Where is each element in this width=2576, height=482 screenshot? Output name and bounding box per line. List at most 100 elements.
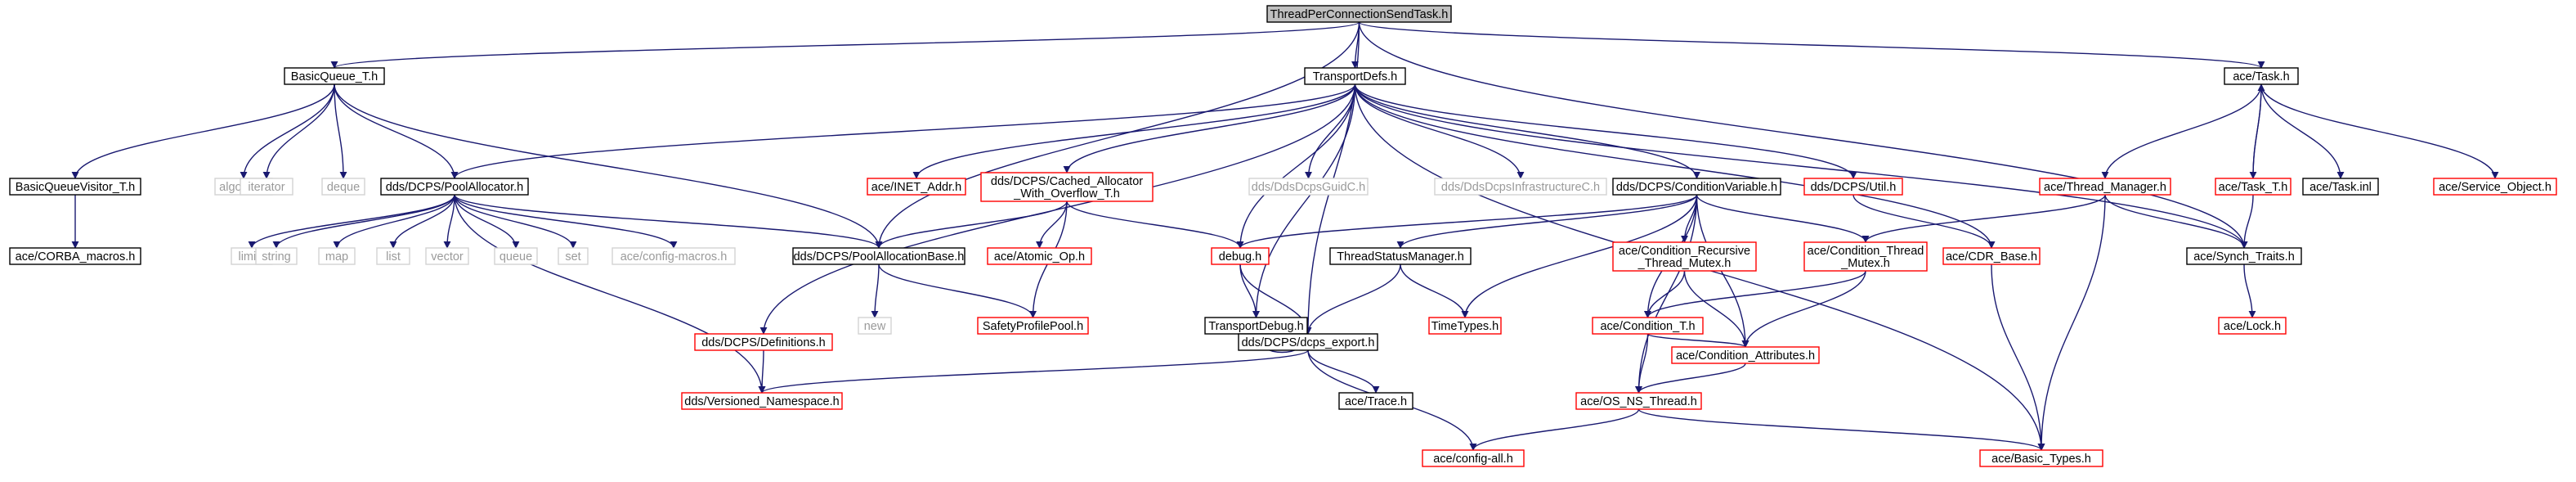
node-label-map: map <box>325 250 348 264</box>
edge-acetask-to-threadmgr <box>2101 83 2262 179</box>
node-osns[interactable]: ace/OS_NS_Thread.h <box>1575 392 1702 410</box>
node-label-taskinl: ace/Task.inl <box>2309 181 2372 194</box>
edge-condt-to-condattr <box>1646 333 1749 348</box>
node-label-dcpsutil: dds/DCPS/Util.h <box>1811 181 1897 194</box>
edge-td-to-tdebug <box>1252 83 1356 318</box>
node-dcpsutil[interactable]: dds/DCPS/Util.h <box>1803 178 1903 196</box>
node-label-acelock: ace/Lock.h <box>2224 320 2281 333</box>
edge-definitions-to-versioned <box>758 349 766 394</box>
node-label-root: ThreadPerConnectionSendTask.h <box>1270 8 1449 21</box>
node-acetask[interactable]: ace/Task.h <box>2224 67 2299 85</box>
edge-threadmgr-to-condthr <box>1861 194 2106 243</box>
node-acetrace[interactable]: ace/Trace.h <box>1338 392 1413 410</box>
node-box-definitions <box>694 333 833 351</box>
node-label-timetypes: TimeTypes.h <box>1431 320 1499 333</box>
node-taskinl[interactable]: ace/Task.inl <box>2302 178 2379 196</box>
node-label-cdrbase: ace/CDR_Base.h <box>1946 250 2037 264</box>
node-label-condthr-line-1: ace/Condition_Thread <box>1808 245 1924 258</box>
node-box-versioned <box>681 392 843 410</box>
node-definitions[interactable]: dds/DCPS/Definitions.h <box>694 333 833 351</box>
node-label-tsm: ThreadStatusManager.h <box>1337 250 1464 264</box>
node-box-configmacros <box>612 247 736 265</box>
edge-poolalloc-to-string <box>272 194 455 249</box>
node-taskt[interactable]: ace/Task_T.h <box>2215 178 2292 196</box>
node-label-string: string <box>262 250 290 264</box>
node-condthr[interactable]: ace/Condition_Thread_Mutex.h <box>1803 241 1928 272</box>
node-label-cachedalloc-line-1: dds/DCPS/Cached_Allocator <box>991 175 1143 188</box>
edge-threadmgr-to-synchtraits <box>2104 194 2248 249</box>
edge-poolallocbase-to-safetypool <box>878 264 1037 318</box>
node-label-condattr: ace/Condition_Attributes.h <box>1676 349 1815 363</box>
node-label-dcpsexport: dds/DCPS/dcps_export.h <box>1242 336 1375 349</box>
node-tdebug[interactable]: TransportDebug.h <box>1204 317 1308 335</box>
node-label-condrec-line-2: _Thread_Mutex.h <box>1637 257 1732 270</box>
edge-td-to-debug <box>1236 83 1356 249</box>
node-condt[interactable]: ace/Condition_T.h <box>1592 317 1704 335</box>
node-box-synchtraits <box>2186 247 2302 265</box>
node-box-list <box>376 247 410 265</box>
node-label-poolallocbase: dds/DCPS/PoolAllocationBase.h <box>794 250 965 264</box>
node-new: new <box>858 317 892 335</box>
node-box-condt <box>1592 317 1704 335</box>
edge-condattr-to-osns <box>1635 363 1746 394</box>
node-bqv[interactable]: BasicQueueVisitor_T.h <box>9 178 141 196</box>
node-timetypes[interactable]: TimeTypes.h <box>1428 317 1502 335</box>
node-configall[interactable]: ace/config-all.h <box>1422 449 1525 467</box>
edge-condvar-to-condthr <box>1696 194 1870 243</box>
edge-bq-to-deque <box>334 83 347 179</box>
node-tsm[interactable]: ThreadStatusManager.h <box>1329 247 1472 265</box>
node-condrec[interactable]: ace/Condition_Recursive_Thread_Mutex.h <box>1612 241 1757 272</box>
node-label-ddsinfra: dds/DdsDcpsInfrastructureC.h <box>1441 181 1600 194</box>
node-label-condrec-line-1: ace/Condition_Recursive <box>1619 245 1750 258</box>
node-basictypes[interactable]: ace/Basic_Types.h <box>1979 449 2103 467</box>
edge-dcpsutil-to-cdrbase <box>1852 194 1996 249</box>
node-td[interactable]: TransportDefs.h <box>1304 67 1406 85</box>
node-deque: deque <box>321 178 365 196</box>
edge-td-to-poolalloc <box>450 83 1356 179</box>
node-box-condrec <box>1612 241 1757 272</box>
node-root[interactable]: ThreadPerConnectionSendTask.h <box>1266 5 1452 23</box>
node-safetypool[interactable]: SafetyProfilePool.h <box>977 317 1089 335</box>
edge-td-to-definitions <box>759 83 1356 335</box>
edge-condthr-to-condattr <box>1741 270 1866 348</box>
node-label-serviceobj: ace/Service_Object.h <box>2439 181 2551 194</box>
node-poolalloc[interactable]: dds/DCPS/PoolAllocator.h <box>380 178 529 196</box>
node-condvar[interactable]: dds/DCPS/ConditionVariable.h <box>1612 178 1781 196</box>
edge-bq-to-poolalloc <box>334 83 459 179</box>
node-corbam[interactable]: ace/CORBA_macros.h <box>9 247 141 265</box>
node-atomicop[interactable]: ace/Atomic_Op.h <box>987 247 1092 265</box>
node-box-string <box>255 247 298 265</box>
node-box-debug <box>1211 247 1270 265</box>
node-versioned[interactable]: dds/Versioned_Namespace.h <box>681 392 843 410</box>
node-vector: vector <box>425 247 469 265</box>
node-inet[interactable]: ace/INET_Addr.h <box>867 178 966 196</box>
node-bq[interactable]: BasicQueue_T.h <box>284 67 385 85</box>
node-label-configmacros: ace/config-macros.h <box>620 250 728 264</box>
node-cachedalloc[interactable]: dds/DCPS/Cached_Allocator_With_Overflow_… <box>980 172 1154 202</box>
node-label-queue: queue <box>500 250 532 264</box>
edge-condrec-to-condt <box>1644 270 1686 318</box>
node-box-serviceobj <box>2433 178 2557 196</box>
node-poolallocbase[interactable]: dds/DCPS/PoolAllocationBase.h <box>792 247 965 265</box>
edge-tsm-to-dcpsexport <box>1304 264 1401 335</box>
node-synchtraits[interactable]: ace/Synch_Traits.h <box>2186 247 2302 265</box>
edge-taskt-to-synchtraits <box>2240 194 2254 249</box>
node-condattr[interactable]: ace/Condition_Attributes.h <box>1671 346 1820 364</box>
node-serviceobj[interactable]: ace/Service_Object.h <box>2433 178 2557 196</box>
edge-td-to-condvar <box>1354 83 1700 179</box>
node-ddsguid: dds/DdsDcpsGuidC.h <box>1248 178 1369 196</box>
node-threadmgr[interactable]: ace/Thread_Manager.h <box>2039 178 2171 196</box>
node-debug[interactable]: debug.h <box>1211 247 1270 265</box>
node-label-new: new <box>864 320 886 333</box>
node-box-safetypool <box>977 317 1089 335</box>
node-cdrbase[interactable]: ace/CDR_Base.h <box>1942 247 2041 265</box>
node-box-poolallocbase <box>792 247 965 265</box>
node-dcpsexport[interactable]: dds/DCPS/dcps_export.h <box>1238 333 1378 351</box>
node-acelock[interactable]: ace/Lock.h <box>2218 317 2287 335</box>
node-label-set: set <box>565 250 580 264</box>
edge-poolalloc-to-vector <box>443 194 455 249</box>
edge-root-to-poolallocbase <box>875 21 1360 249</box>
node-label-threadmgr: ace/Thread_Manager.h <box>2044 181 2166 194</box>
node-box-new <box>858 317 892 335</box>
